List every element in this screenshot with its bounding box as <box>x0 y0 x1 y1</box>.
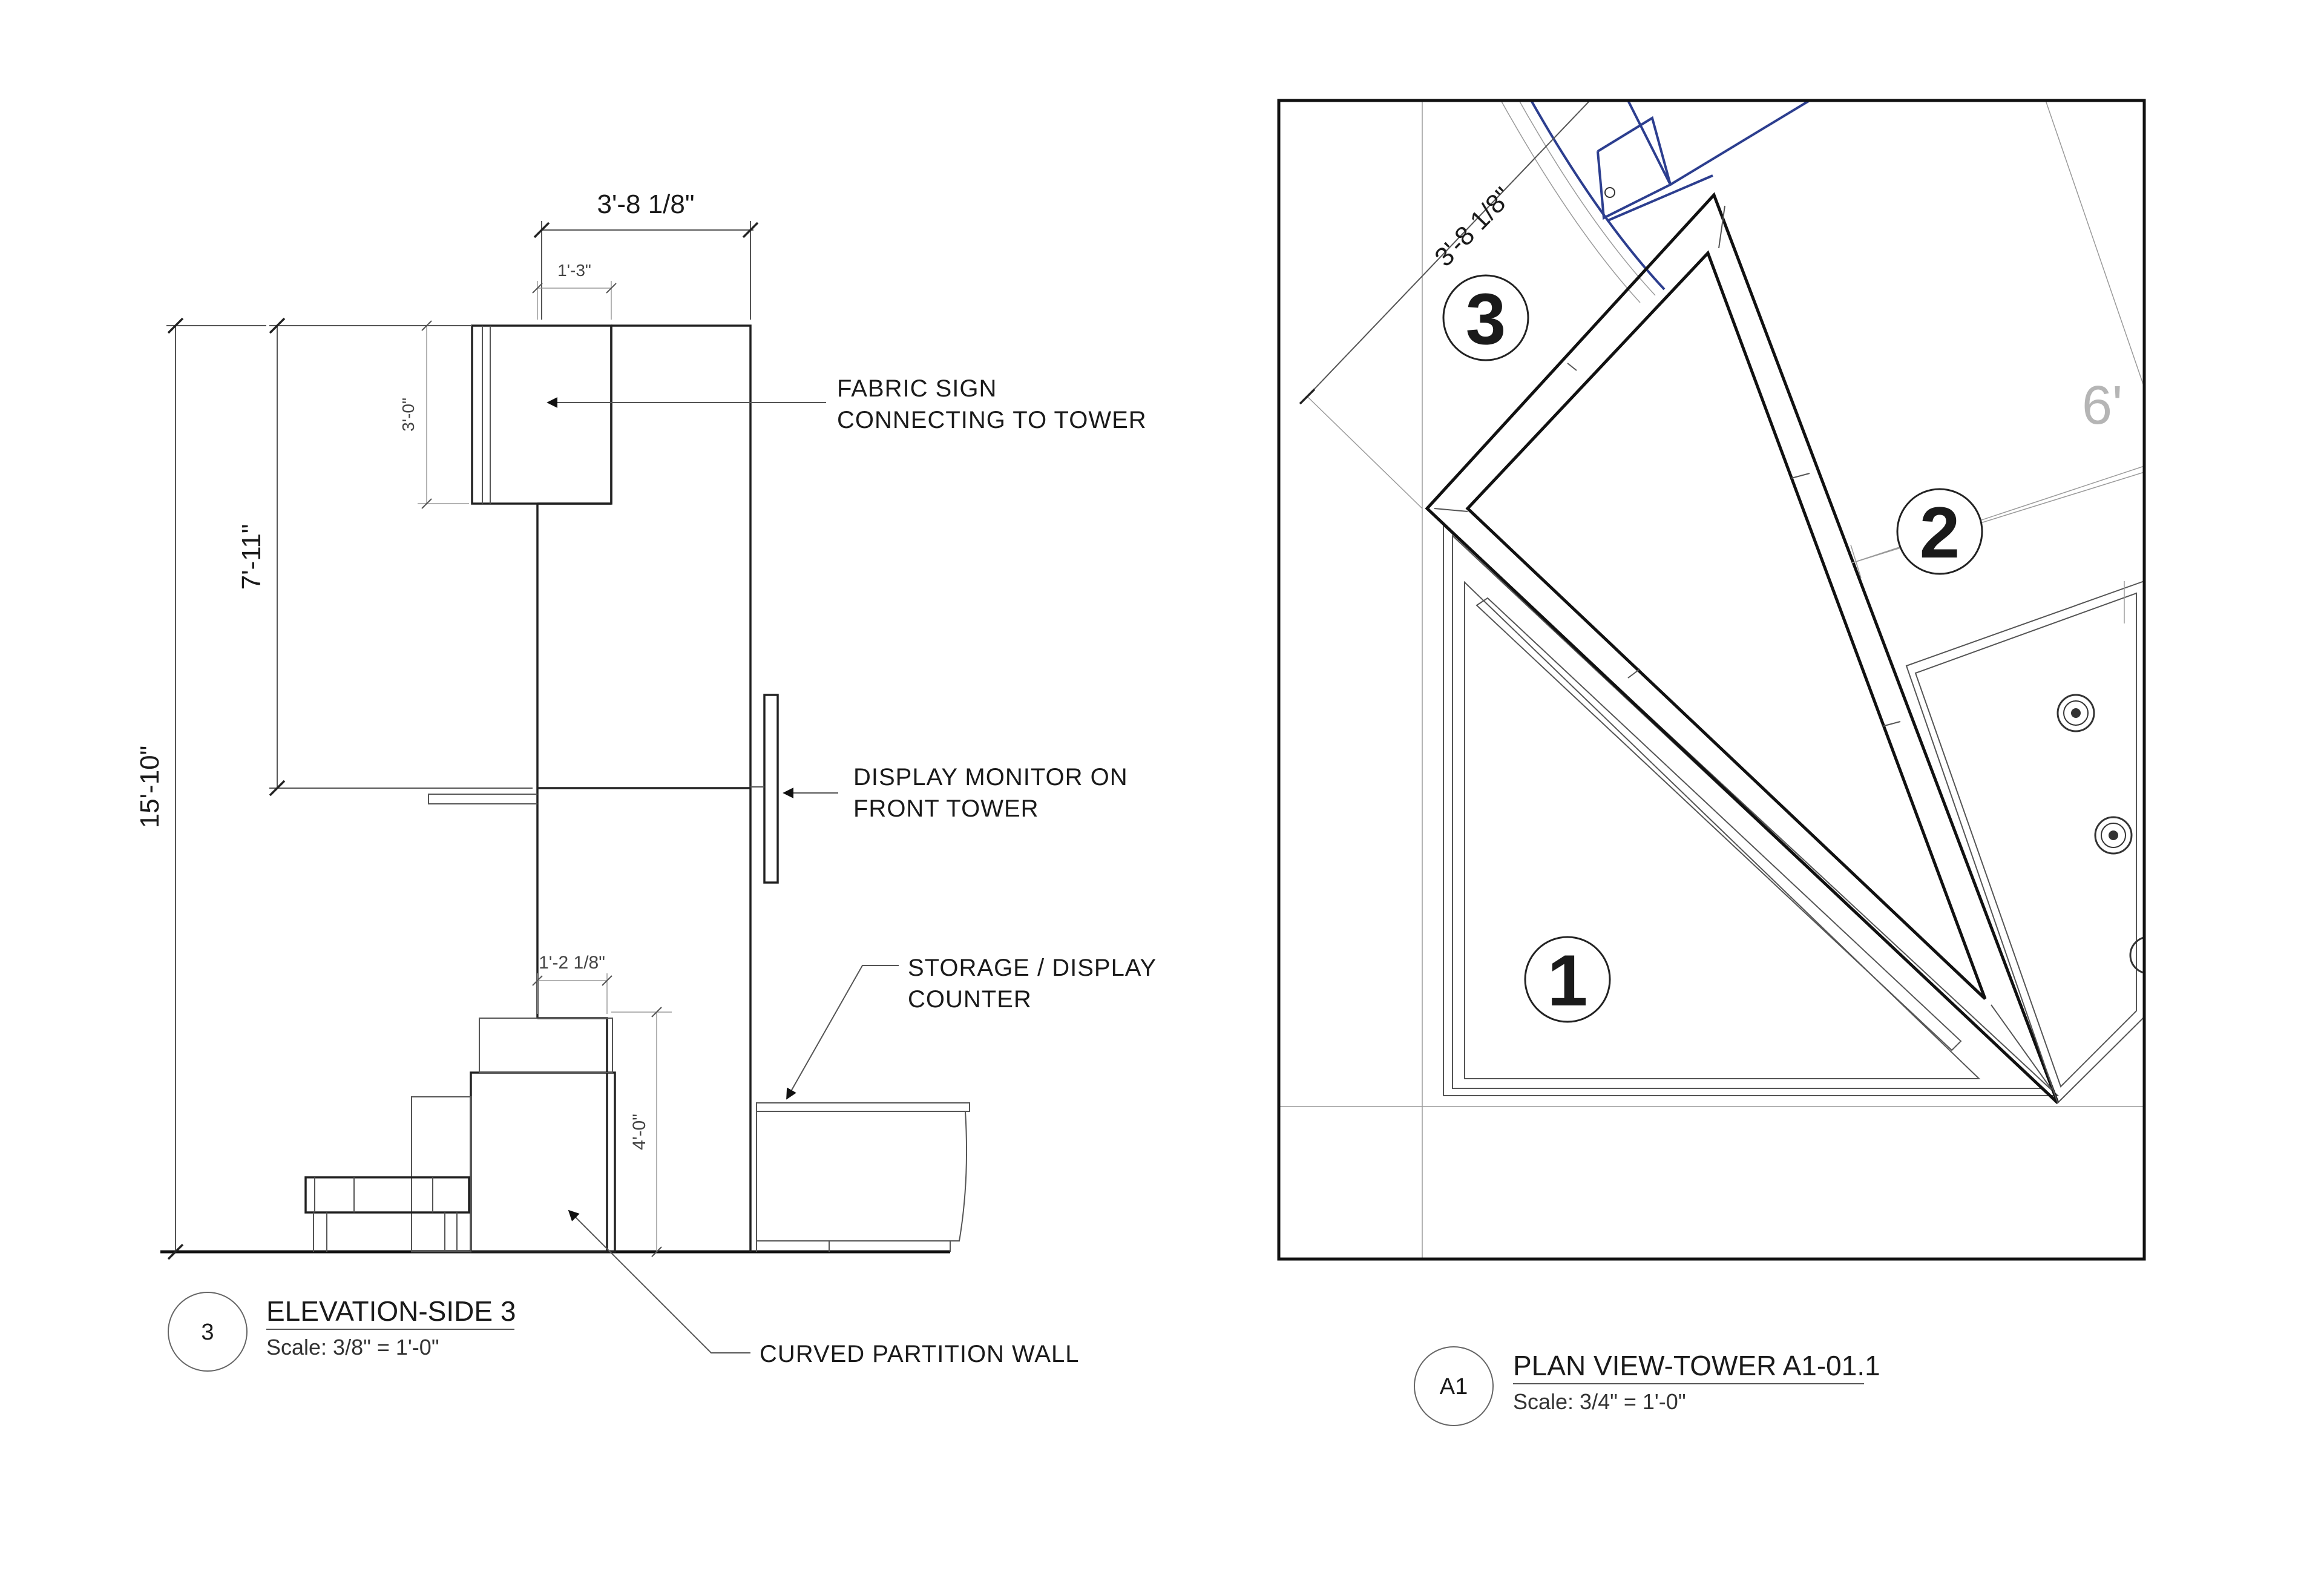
fastener-bolt <box>2129 936 2144 974</box>
dimension-label-top-offset: 1'-3" <box>557 261 591 280</box>
dimension-overall-height <box>166 317 266 1260</box>
room-1-outline <box>1443 524 2060 1096</box>
plan-partial-dimension-label: 6' <box>2082 375 2122 436</box>
dimension-label-overall-height: 15'-10" <box>135 746 165 829</box>
callout-curved-partition: CURVED PARTITION WALL <box>760 1341 1080 1367</box>
side-panel <box>1905 580 2144 1104</box>
dimension-label-sign-height: 3'-0" <box>399 398 418 432</box>
plan-dimension-label: 3'-8 1/8" <box>1429 182 1518 272</box>
arc-edge <box>1530 100 1666 291</box>
room-1-rail <box>1475 597 1962 1051</box>
tower-outline-right <box>611 324 752 1252</box>
fastener-bolt <box>2056 694 2095 732</box>
svg-text:3: 3 <box>1466 278 1506 360</box>
callout-display-monitor: DISPLAY MONITOR ON FRONT TOWER <box>853 764 1135 822</box>
room-tag-1: 1 <box>1524 936 1611 1023</box>
plan-drawing: 3'-8 1/8" 6' 3 2 1 <box>1277 99 2146 1261</box>
bench-seat <box>304 1176 470 1214</box>
bench-back <box>411 1096 471 1252</box>
plan-dimension <box>1299 100 1591 509</box>
side-shelf <box>428 794 537 804</box>
dimension-top-offset <box>532 281 617 320</box>
dimension-label-upper-height: 7'-11" <box>237 524 266 590</box>
dimension-label-top-width: 3'-8 1/8" <box>597 189 694 219</box>
view-title: ELEVATION-SIDE 3 <box>266 1295 516 1327</box>
callout-storage-counter: STORAGE / DISPLAY COUNTER <box>908 955 1164 1013</box>
partition-cap <box>479 1018 613 1073</box>
view-tag-circle <box>168 1292 248 1372</box>
view-tag-number: A1 <box>1440 1374 1468 1399</box>
dimension-label-notch-width: 1'-2 1/8" <box>539 953 605 973</box>
callout-fabric-sign: FABRIC SIGN CONNECTING TO TOWER <box>837 375 1147 433</box>
view-tag-circle <box>1414 1346 1494 1426</box>
leader-storage-counter <box>786 965 899 1100</box>
tower-notch <box>537 1017 608 1252</box>
plan-border <box>1277 99 2146 1261</box>
elevation-drawing: 3'-8 1/8" 1'-3" 3'-0" 7'-11" <box>135 189 1164 1367</box>
display-monitor <box>763 694 779 884</box>
view-scale: Scale: 3/4" = 1'-0" <box>1513 1389 1686 1414</box>
view-scale: Scale: 3/8" = 1'-0" <box>266 1335 439 1360</box>
view-title: PLAN VIEW-TOWER A1-01.1 <box>1513 1350 1880 1381</box>
svg-text:1: 1 <box>1548 940 1588 1021</box>
plan-title-block: A1 PLAN VIEW-TOWER A1-01.1 Scale: 3/4" =… <box>1414 1346 1880 1426</box>
fabric-sign-panel <box>471 324 612 505</box>
dimension-label-partition-height: 4'-0" <box>629 1114 649 1150</box>
dimension-notch-width <box>532 973 612 1014</box>
storage-display-counter <box>756 1111 968 1241</box>
dimension-partition-height <box>611 1007 672 1257</box>
svg-text:2: 2 <box>1920 492 1960 573</box>
fastener-bolt <box>2094 816 2133 855</box>
view-tag-number: 3 <box>201 1320 214 1345</box>
leader-curved-partition <box>568 1209 750 1353</box>
room-tag-3: 3 <box>1442 274 1529 361</box>
curved-partition-wall <box>470 1071 616 1253</box>
dimension-top-width <box>533 221 759 320</box>
dimension-sign-height <box>418 320 469 509</box>
dimension-upper-height <box>269 317 533 797</box>
tower-frame-outer <box>1425 192 2060 1104</box>
tower-frame-inner <box>1465 250 1987 1000</box>
room-tag-2: 2 <box>1896 488 1983 575</box>
counter-top <box>756 1102 970 1112</box>
elevation-title-block: 3 ELEVATION-SIDE 3 Scale: 3/8" = 1'-0" <box>168 1292 516 1372</box>
